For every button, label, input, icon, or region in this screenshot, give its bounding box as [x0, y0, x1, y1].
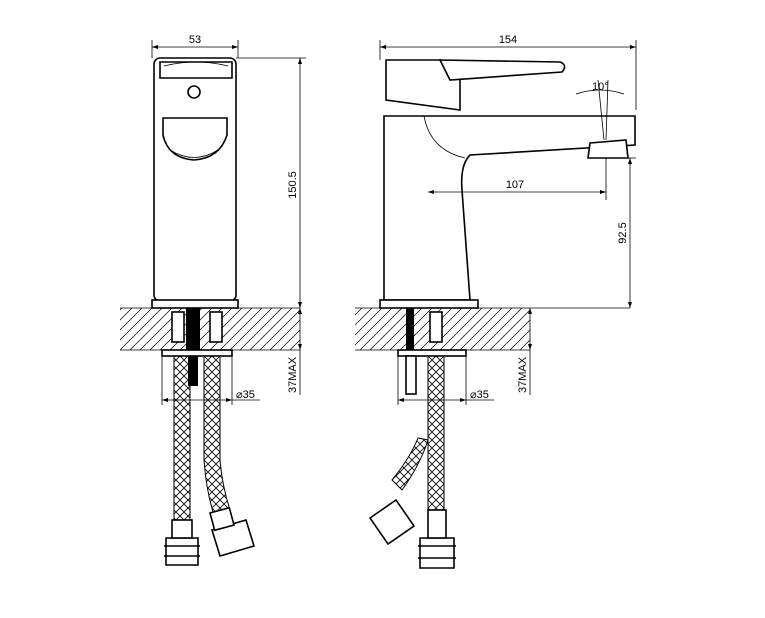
side-diameter-dimension: ⌀35: [397, 356, 494, 405]
deck-max-label: 37MAX: [287, 356, 299, 393]
spout-height-label: 92.5: [617, 222, 629, 243]
diameter-label: ⌀35: [236, 389, 255, 401]
front-height-dimension: 150.5: [236, 57, 306, 308]
front-faucet-body: [151, 57, 239, 309]
front-view: 53 150.5 37MAX ⌀35: [120, 34, 306, 566]
cartridge-icon: [187, 85, 201, 99]
side-length-dimension: 154: [379, 34, 637, 110]
length-label: 154: [499, 34, 517, 46]
side-diameter-label: ⌀35: [470, 389, 489, 401]
side-deck-max-label: 37MAX: [517, 356, 529, 393]
side-faucet-body: [379, 59, 636, 309]
side-spout-height-dimension: 92.5: [615, 157, 636, 308]
reach-label: 107: [506, 179, 524, 191]
angle-label: 10°: [592, 81, 609, 93]
front-hoses: [164, 355, 256, 566]
front-mount: [161, 308, 233, 386]
front-deck-dimension: 37MAX: [287, 308, 302, 395]
height-label: 150.5: [287, 171, 299, 199]
width-label: 53: [189, 34, 201, 46]
side-view: 154 10° 107 92.5 37MAX: [355, 34, 637, 569]
side-hoses: [368, 355, 456, 569]
side-angle-dimension: 10°: [575, 79, 625, 141]
front-width-dimension: 53: [151, 34, 239, 58]
front-diameter-dimension: ⌀35: [161, 356, 260, 405]
side-reach-dimension: 107: [428, 158, 607, 200]
side-deck-dimension: 37MAX: [517, 308, 532, 395]
